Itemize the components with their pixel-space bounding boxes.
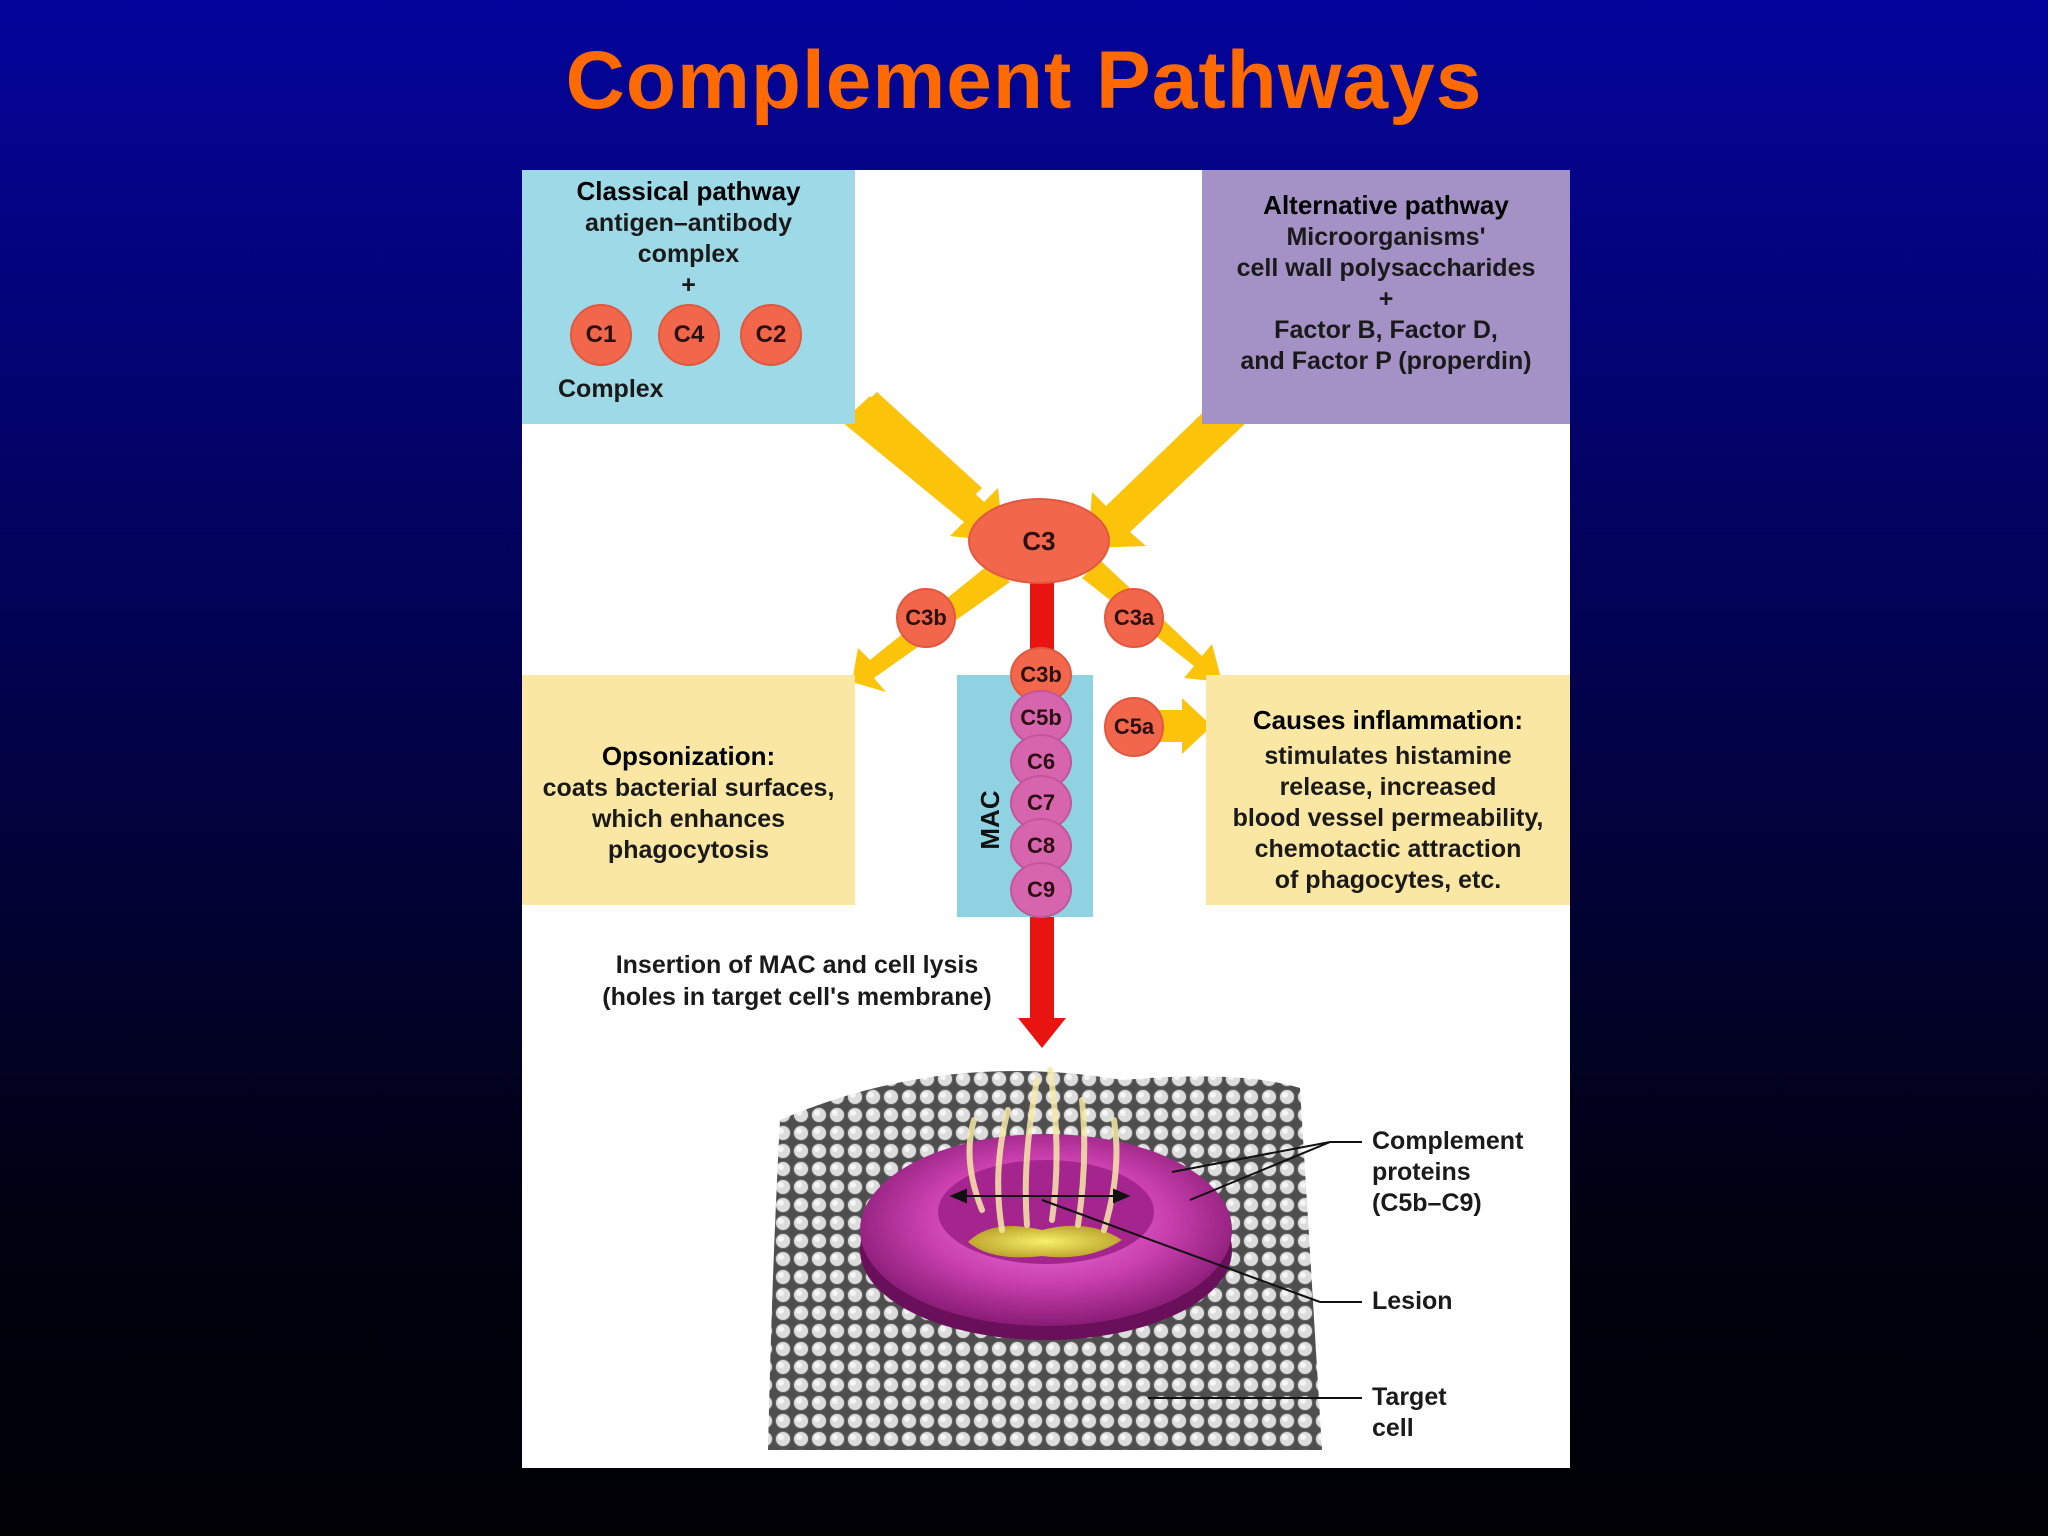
lesion-width-arrow	[949, 1188, 1131, 1204]
opsonization-heading: Opsonization:	[601, 741, 776, 771]
opsonization-box: Opsonization: coats bacterial surfaces, …	[522, 675, 855, 905]
mac-c9: C9	[1010, 862, 1072, 918]
alternative-line1: Microorganisms'	[1286, 223, 1486, 251]
lysis-line1: Insertion of MAC and cell lysis	[615, 951, 979, 979]
callout-lesion: Lesion	[1372, 1287, 1453, 1315]
callout-complement-line2: proteins	[1372, 1158, 1471, 1186]
slide-title: Complement Pathways	[565, 35, 1483, 126]
classical-pathway-box: Classical pathway antigen–antibody compl…	[522, 170, 855, 424]
callout-complement-line1: Complement	[1372, 1127, 1524, 1155]
alternative-line4: and Factor P (properdin)	[1240, 347, 1532, 375]
protein-c3b-split: C3b	[896, 588, 956, 648]
callout-target-line2: cell	[1372, 1414, 1414, 1442]
protein-c5a: C5a	[1104, 697, 1164, 757]
alternative-plus: +	[1378, 285, 1394, 313]
inflammation-line4: chemotactic attraction	[1254, 835, 1522, 863]
classical-plus: +	[681, 271, 696, 299]
classical-line1: antigen–antibody	[585, 209, 792, 237]
mac-c3b: C3b	[1010, 647, 1072, 703]
alternative-line3: Factor B, Factor D,	[1274, 316, 1498, 344]
opsonization-line1: coats bacterial surfaces,	[542, 774, 835, 802]
mac-pore-ring	[860, 1067, 1232, 1340]
arrow-alternative-to-c3	[1088, 396, 1247, 548]
protein-c3a: C3a	[1104, 588, 1164, 648]
inflammation-box: Causes inflammation: stimulates histamin…	[1206, 675, 1570, 905]
alternative-line2: cell wall polysaccharides	[1236, 254, 1536, 282]
protein-c4: C4	[658, 304, 720, 366]
opsonization-line2: which enhances	[591, 805, 786, 833]
classical-complex-label: Complex	[558, 375, 664, 403]
classical-line2: complex	[637, 240, 740, 268]
inflammation-line2: release, increased	[1279, 773, 1497, 801]
alternative-heading: Alternative pathway	[1263, 190, 1509, 220]
protein-c1: C1	[570, 304, 632, 366]
classical-heading: Classical pathway	[576, 176, 801, 206]
callout-target-line1: Target	[1372, 1383, 1447, 1411]
inflammation-line3: blood vessel permeability,	[1232, 804, 1544, 832]
callout-complement-line3: (C5b–C9)	[1372, 1189, 1482, 1217]
callout-lines	[1041, 1141, 1362, 1399]
opsonization-line3: phagocytosis	[607, 836, 770, 864]
protein-c3: C3	[968, 498, 1110, 584]
inflammation-line5: of phagocytes, etc.	[1274, 866, 1502, 894]
protein-c2: C2	[740, 304, 802, 366]
lysis-line2: (holes in target cell's membrane)	[602, 983, 992, 1011]
alternative-pathway-box: Alternative pathway Microorganisms' cell…	[1202, 170, 1570, 424]
inflammation-heading: Causes inflammation:	[1252, 705, 1524, 735]
inflammation-line1: stimulates histamine	[1264, 742, 1512, 770]
complement-diagram: Classical pathway antigen–antibody compl…	[522, 170, 1570, 1468]
